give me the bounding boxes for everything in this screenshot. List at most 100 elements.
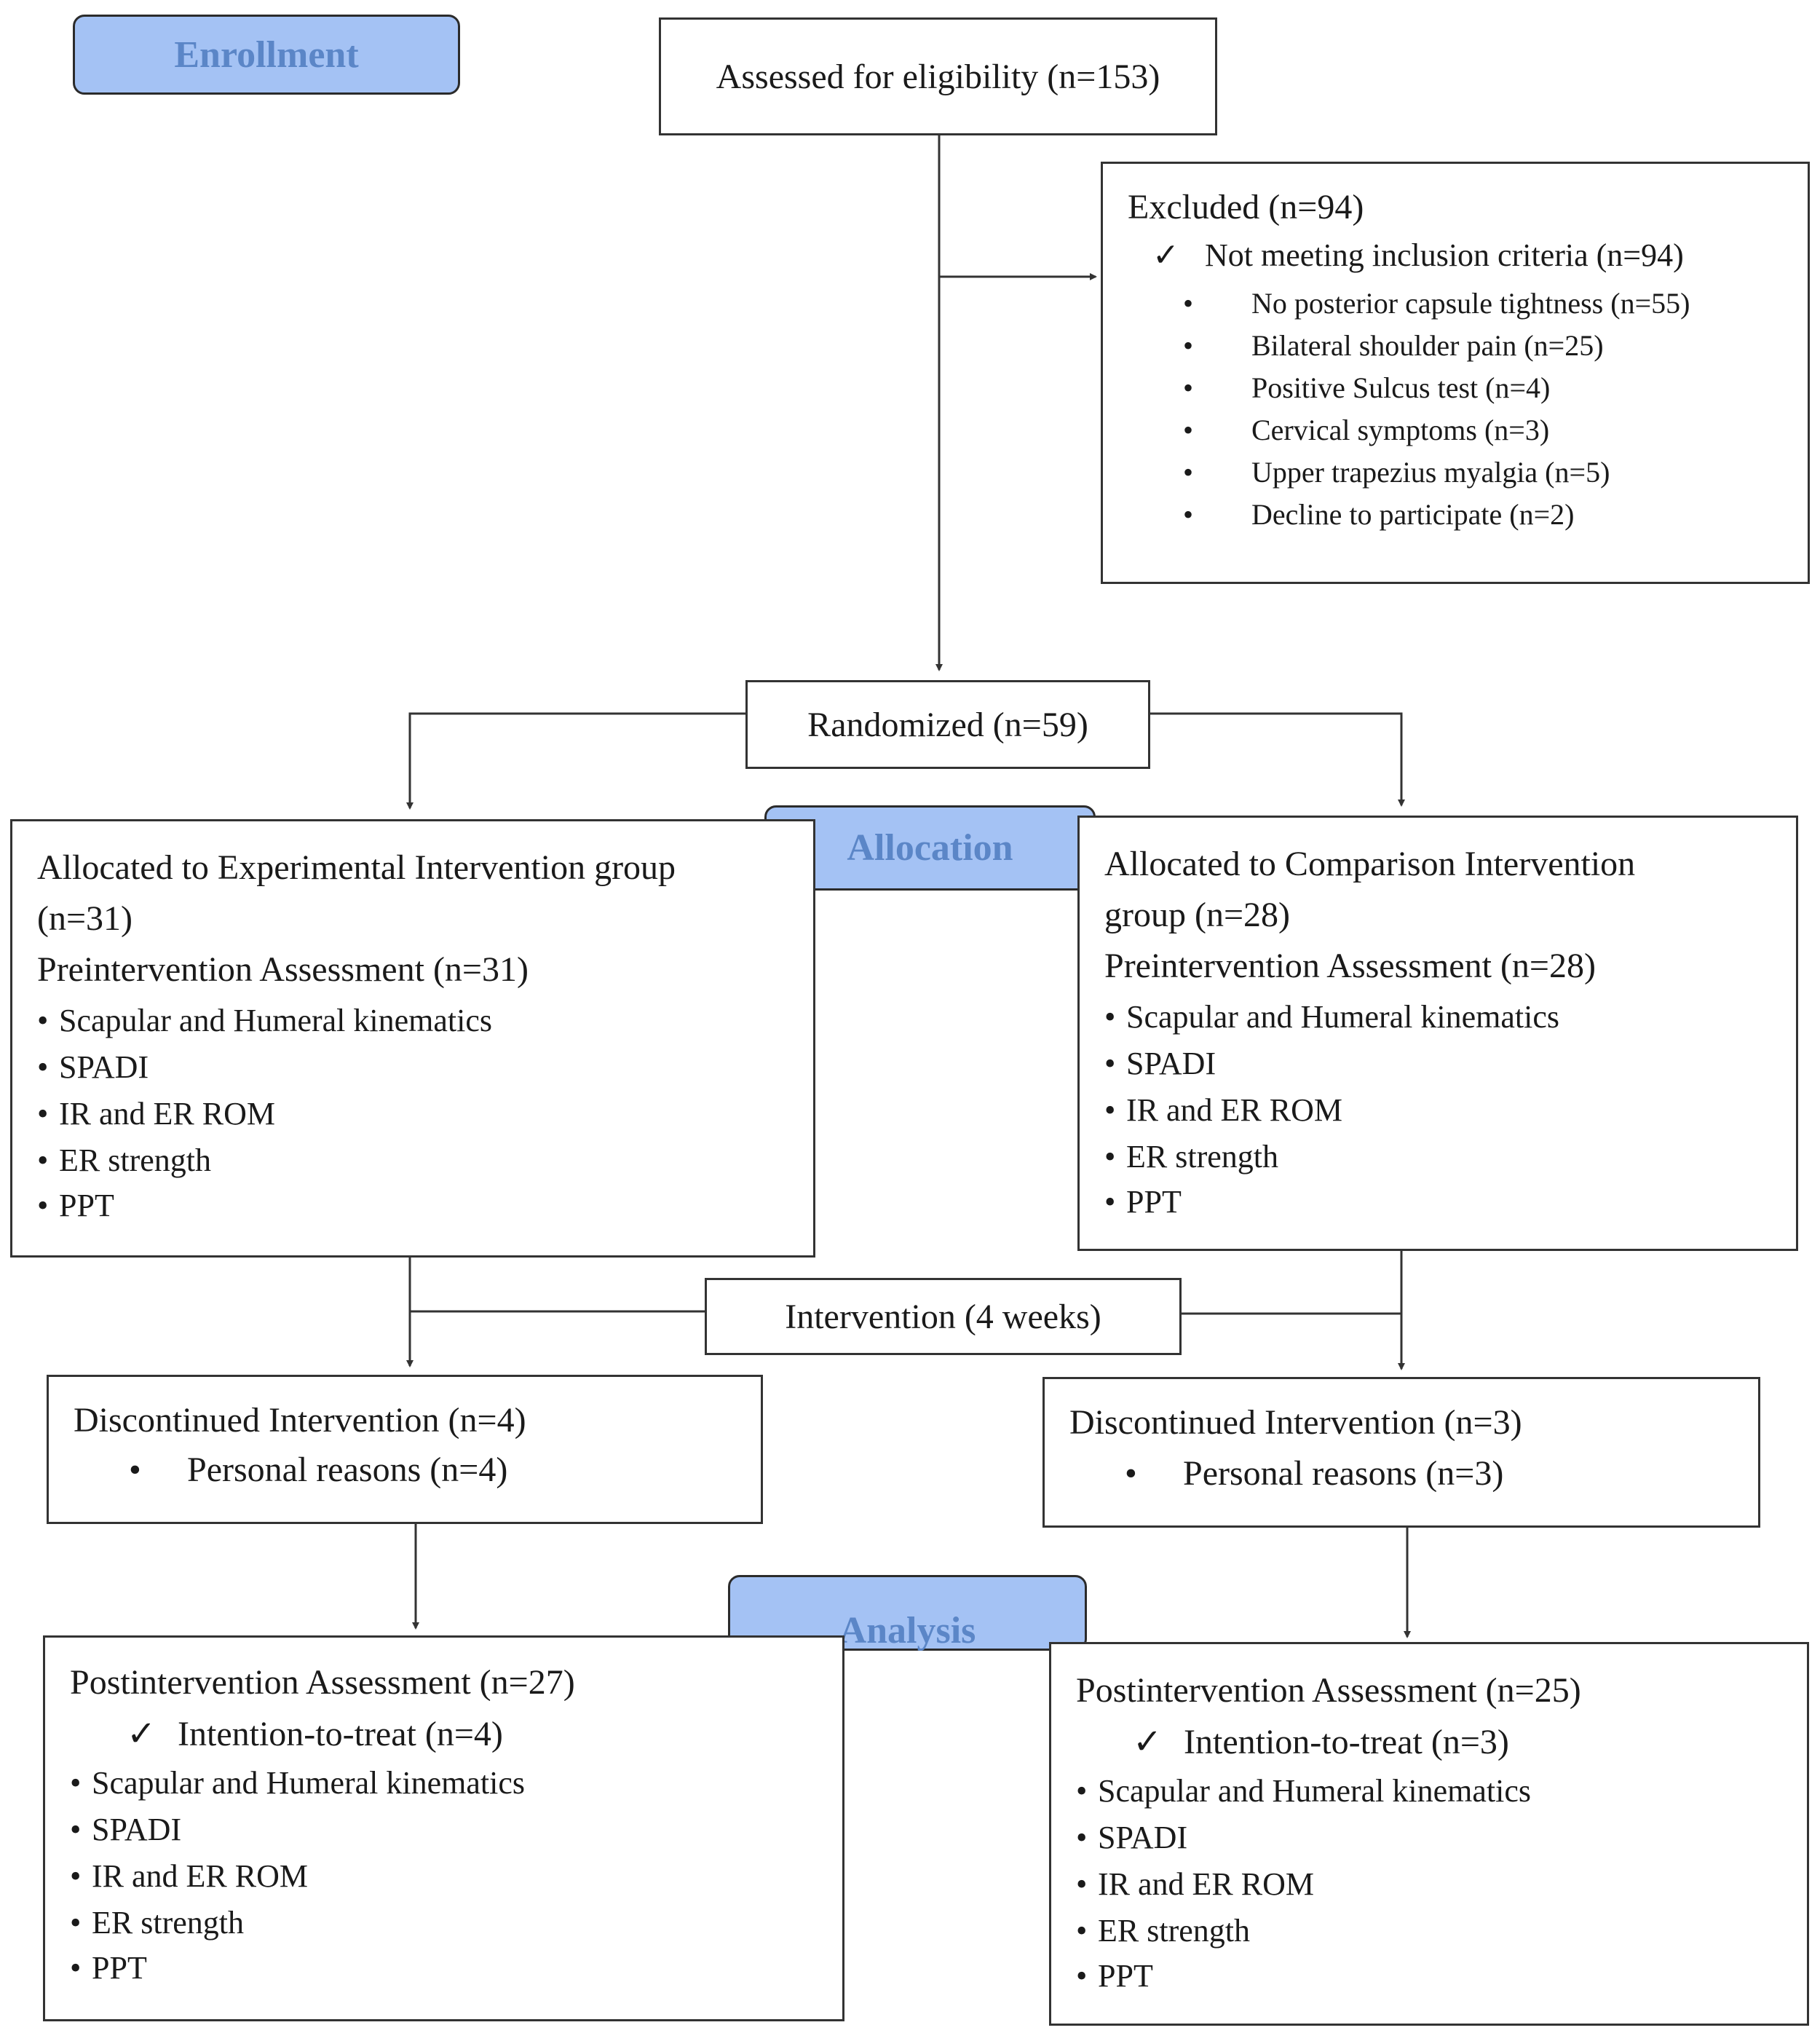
comparison-measure-item: •ER strength <box>1104 1138 1278 1175</box>
bullet-icon: • <box>1183 329 1194 362</box>
bullet-icon: • <box>70 1905 82 1941</box>
bullet-icon: • <box>129 1450 141 1489</box>
experimental-allocation-box: Allocated to Experimental Intervention g… <box>10 819 815 1258</box>
allocation-stage-text: Allocation <box>847 827 1013 869</box>
bullet-icon: • <box>70 1858 82 1894</box>
experimental-measure-item: • ER strength <box>37 1142 211 1179</box>
discontinued-reason-text: Personal reasons (n=4) <box>187 1450 508 1489</box>
bullet-icon: • <box>1183 456 1194 489</box>
comparison-discontinued-box: Discontinued Intervention (n=3) •Persona… <box>1042 1377 1760 1528</box>
measure-text: ER strength <box>1098 1913 1250 1949</box>
bullet-icon: • <box>37 1142 49 1178</box>
bullet-icon: • <box>1125 1454 1137 1493</box>
excluded-title: Excluded (n=94) <box>1128 188 1364 226</box>
enrollment-stage-text: Enrollment <box>174 33 359 76</box>
bullet-icon: • <box>37 1049 49 1085</box>
bullet-icon: • <box>37 1096 49 1132</box>
assessed-text: Assessed for eligibility (n=153) <box>716 57 1160 96</box>
comparison-title-line1: Allocated to Comparison Intervention <box>1104 845 1636 883</box>
bullet-icon: • <box>1076 1866 1088 1902</box>
comparison-post-measure-item: • Scapular and Humeral kinematics <box>1076 1772 1531 1809</box>
bullet-icon: • <box>1076 1820 1088 1855</box>
experimental-measure-item: • SPADI <box>37 1049 149 1086</box>
excluded-box: Excluded (n=94) ✓Not meeting inclusion c… <box>1101 162 1810 584</box>
experimental-post-measure-item: • IR and ER ROM <box>70 1858 308 1895</box>
checkmark-icon: ✓ <box>1133 1723 1163 1761</box>
intervention-box: Intervention (4 weeks) <box>705 1278 1182 1355</box>
experimental-itt-item: ✓ Intention-to-treat (n=4) <box>127 1713 503 1754</box>
bullet-icon: • <box>1183 498 1194 531</box>
excluded-reason-text: Cervical symptoms (n=3) <box>1251 414 1550 446</box>
discontinued-reason-text: Personal reasons (n=3) <box>1183 1454 1504 1493</box>
randomized-box: Randomized (n=59) <box>745 680 1150 769</box>
bullet-icon: • <box>1104 1139 1116 1175</box>
measure-text: IR and ER ROM <box>1098 1866 1314 1902</box>
excluded-reason-text: No posterior capsule tightness (n=55) <box>1251 287 1690 320</box>
experimental-post-measure-item: • PPT <box>70 1949 147 1986</box>
excluded-reason-text: Decline to participate (n=2) <box>1251 498 1575 531</box>
comparison-measure-item: • PPT <box>1104 1183 1182 1220</box>
experimental-post-measure-item: • Scapular and Humeral kinematics <box>70 1764 525 1801</box>
comparison-measure-item: • IR and ER ROM <box>1104 1091 1342 1129</box>
comparison-post-measure-item: • SPADI <box>1076 1819 1187 1856</box>
measure-text: SPADI <box>59 1049 149 1085</box>
experimental-post-title: Postintervention Assessment (n=27) <box>70 1663 575 1702</box>
bullet-icon: • <box>37 1003 49 1038</box>
measure-text: Scapular and Humeral kinematics <box>1126 999 1560 1035</box>
comparison-discontinued-reason: • Personal reasons (n=3) <box>1125 1453 1503 1493</box>
itt-text: Intention-to-treat (n=4) <box>178 1715 503 1753</box>
bullet-icon: • <box>70 1812 82 1847</box>
measure-text: PPT <box>1098 1958 1153 1994</box>
arrow-randomized-to-comparison <box>1150 712 1405 807</box>
measure-text: SPADI <box>1126 1046 1216 1081</box>
comparison-pre-assessment: Preintervention Assessment (n=28) <box>1104 947 1596 985</box>
bullet-icon: • <box>1076 1913 1088 1949</box>
bullet-icon: • <box>70 1950 82 1986</box>
bullet-icon: • <box>1104 1184 1116 1220</box>
excluded-reason-item: •Upper trapezius myalgia (n=5) <box>1183 455 1610 489</box>
excluded-reason-text: Positive Sulcus test (n=4) <box>1251 371 1551 404</box>
experimental-discontinued-box: Discontinued Intervention (n=4) •Persona… <box>47 1375 763 1524</box>
comparison-allocation-box: Allocated to Comparison Intervention gro… <box>1077 816 1798 1251</box>
excluded-check-text: Not meeting inclusion criteria (n=94) <box>1205 237 1684 273</box>
measure-text: Scapular and Humeral kinematics <box>1098 1773 1532 1809</box>
experimental-title-line1: Allocated to Experimental Intervention g… <box>37 848 676 887</box>
measure-text: IR and ER ROM <box>59 1096 275 1132</box>
measure-text: Scapular and Humeral kinematics <box>92 1765 526 1801</box>
measure-text: SPADI <box>92 1812 182 1847</box>
randomized-text: Randomized (n=59) <box>807 705 1088 744</box>
comparison-post-measure-item: •PPT <box>1076 1957 1153 1994</box>
experimental-post-box: Postintervention Assessment (n=27) ✓ Inte… <box>43 1635 844 2021</box>
measure-text: IR and ER ROM <box>92 1858 308 1894</box>
experimental-post-measure-item: • SPADI <box>70 1811 181 1848</box>
bullet-icon: • <box>1076 1773 1088 1809</box>
measure-text: PPT <box>1126 1184 1182 1220</box>
bullet-icon: • <box>1104 1092 1116 1128</box>
checkmark-icon: ✓ <box>127 1715 157 1753</box>
excluded-check-item: ✓Not meeting inclusion criteria (n=94) <box>1152 237 1684 274</box>
comparison-post-measure-item: • IR and ER ROM <box>1076 1866 1314 1903</box>
measure-text: ER strength <box>59 1142 211 1178</box>
excluded-reason-item: •No posterior capsule tightness (n=55) <box>1183 286 1690 320</box>
bullet-icon: • <box>1183 371 1194 404</box>
bullet-icon: • <box>1104 999 1116 1035</box>
bullet-icon: • <box>1104 1046 1116 1081</box>
measure-text: PPT <box>92 1950 147 1986</box>
experimental-discontinued-reason: • Personal reasons (n=4) <box>129 1450 507 1490</box>
arrow-randomized-to-experimental <box>406 712 745 810</box>
measure-text: SPADI <box>1098 1820 1188 1855</box>
comparison-measure-item: • SPADI <box>1104 1045 1216 1082</box>
measure-text: Scapular and Humeral kinematics <box>59 1003 493 1038</box>
measure-text: PPT <box>59 1188 114 1223</box>
excluded-reason-item: •Bilateral shoulder pain (n=25) <box>1183 328 1604 363</box>
experimental-post-measure-item: •ER strength <box>70 1904 244 1941</box>
measure-text: IR and ER ROM <box>1126 1092 1342 1128</box>
excluded-reason-item: •Cervical symptoms (n=3) <box>1183 413 1549 447</box>
assessed-box: Assessed for eligibility (n=153) <box>659 17 1217 135</box>
comparison-title-line2: group (n=28) <box>1104 896 1291 934</box>
comparison-itt-item: ✓Intention-to-treat (n=3) <box>1133 1721 1509 1762</box>
bullet-icon: • <box>70 1765 82 1801</box>
enrollment-stage-label: Enrollment <box>73 15 460 95</box>
